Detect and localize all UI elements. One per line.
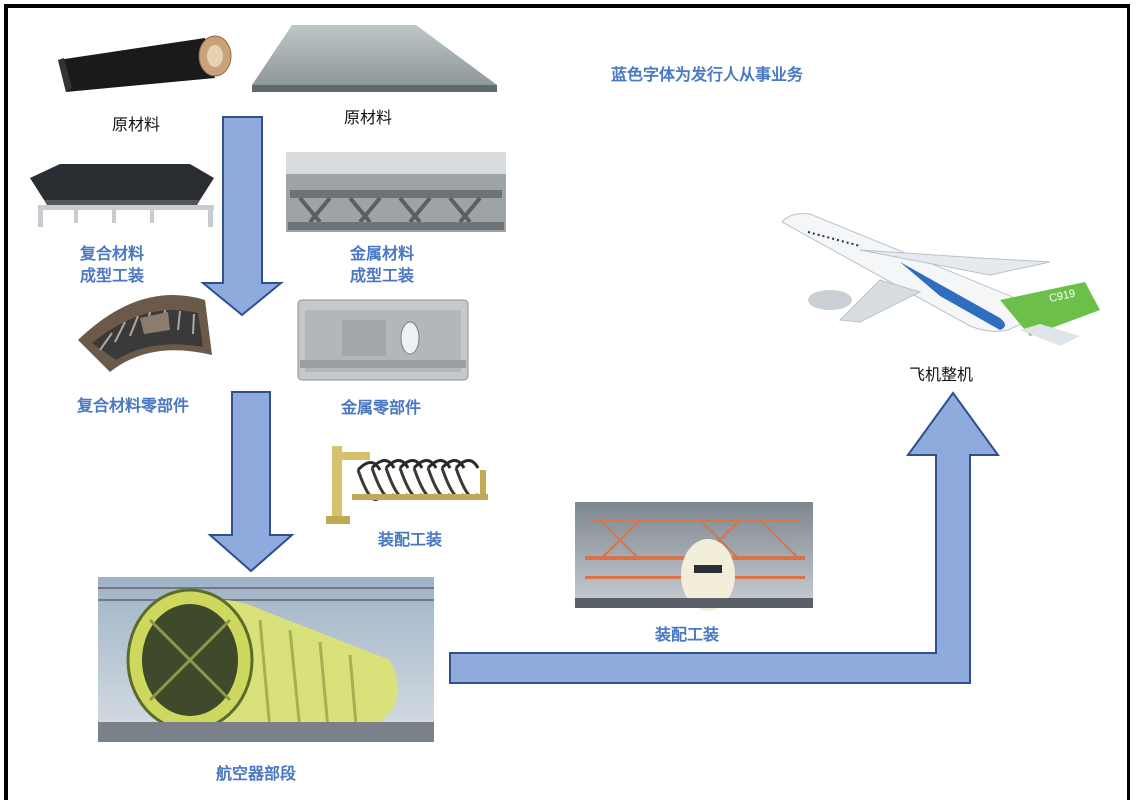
metal-tooling-label-line2: 成型工装	[350, 266, 415, 285]
assembly-tooling-label-2: 装配工装	[655, 625, 720, 644]
metal-parts-label: 金属零部件	[341, 398, 422, 417]
flow-arrow-elbow	[449, 391, 1000, 684]
metal-part-image	[297, 299, 469, 381]
metal-tooling-label-line1: 金属材料	[350, 244, 415, 263]
c919-aircraft-image: C919	[781, 213, 1100, 346]
composite-tooling-label-line1: 复合材料	[80, 244, 145, 263]
aircraft-fuselage-section-image	[98, 577, 434, 742]
raw-material-label-1: 原材料	[112, 115, 161, 134]
composite-tooling-label-line2: 成型工装	[80, 266, 145, 285]
raw-material-label-2: 原材料	[344, 108, 393, 127]
composite-part-image	[78, 295, 212, 372]
diagram-frame	[4, 4, 1130, 800]
metal-forming-tool-image	[286, 152, 506, 232]
legend-note: 蓝色字体为发行人从事业务	[611, 65, 804, 84]
carbon-fiber-roll-image	[58, 35, 232, 92]
flow-arrow-down-2	[207, 391, 295, 573]
assembly-tooling-label-1: 装配工装	[378, 530, 443, 549]
composite-parts-label: 复合材料零部件	[77, 396, 190, 415]
composite-forming-tool-image	[30, 164, 214, 227]
aircraft-tail-mark: C919	[1048, 288, 1076, 305]
flow-arrow-down-1	[200, 116, 284, 317]
aircraft-section-label: 航空器部段	[216, 764, 297, 783]
whole-aircraft-label: 飞机整机	[909, 365, 974, 384]
assembly-jig-image	[326, 446, 488, 524]
aircraft-assembly-hangar-image	[575, 502, 813, 611]
metal-plate-image	[252, 25, 497, 92]
